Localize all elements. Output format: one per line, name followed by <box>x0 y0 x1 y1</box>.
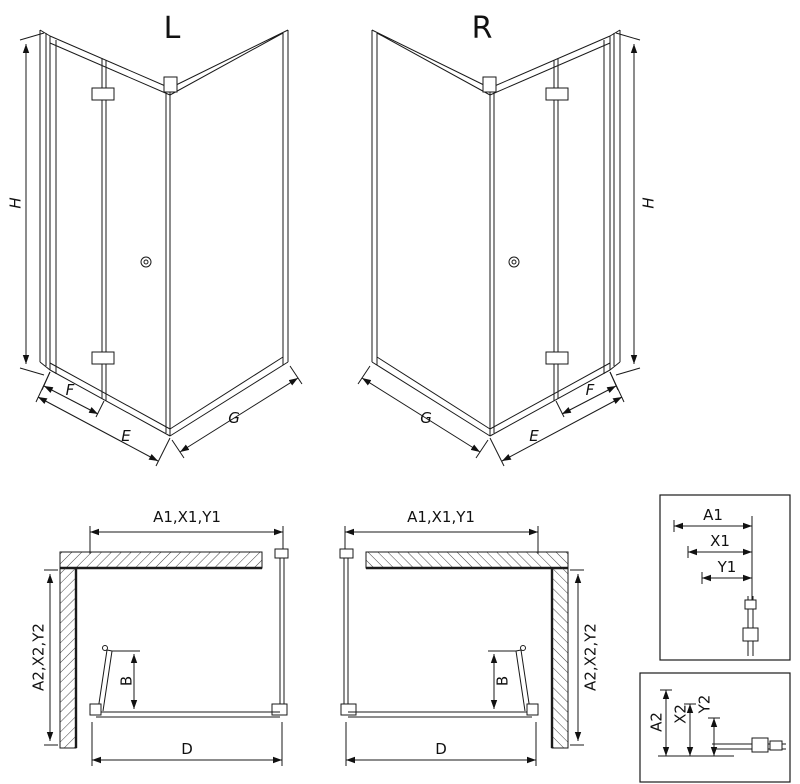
dim-f-left: F <box>66 381 75 399</box>
detail-dim-y1: Y1 <box>717 558 737 576</box>
detail-dim-a1: A1 <box>703 506 723 524</box>
dim-h-left: H <box>6 197 24 208</box>
plan-left-dim-d: D <box>181 740 193 758</box>
plan-left-dim-b: B <box>117 676 135 686</box>
variant-right-label: R <box>472 11 493 46</box>
detail-dim-a2: A2 <box>647 712 665 732</box>
plan-right-top-dims: A1,X1,Y1 <box>407 508 475 526</box>
detail-dim-x2: X2 <box>671 704 689 724</box>
detail-box-vertical: A2 X2 Y2 <box>639 672 791 783</box>
plan-view-right: A1,X1,Y1 A2,X2,Y2 B D <box>340 508 599 766</box>
plan-view-left: A1,X1,Y1 A2,X2,Y2 B D <box>29 508 288 766</box>
detail-dim-y2: Y2 <box>695 695 713 715</box>
plan-right-side-dims: A2,X2,Y2 <box>581 623 599 691</box>
plan-left-side-dims: A2,X2,Y2 <box>29 623 47 691</box>
detail-dim-x1: X1 <box>710 532 730 550</box>
dim-f-right: F <box>586 381 595 399</box>
dim-g-left: G <box>228 409 240 427</box>
dim-e-left: E <box>121 427 131 445</box>
dim-g-right: G <box>420 409 432 427</box>
dim-h-right: H <box>639 197 657 208</box>
iso-view-left: L H F E G <box>6 11 302 466</box>
dim-e-right: E <box>529 427 539 445</box>
variant-left-label: L <box>164 11 181 46</box>
plan-right-dim-d: D <box>435 740 447 758</box>
plan-right-dim-b: B <box>493 676 511 686</box>
detail-box-horizontal: A1 X1 Y1 <box>659 494 791 661</box>
iso-view-right: R H F E G <box>358 11 657 466</box>
plan-left-top-dims: A1,X1,Y1 <box>153 508 221 526</box>
